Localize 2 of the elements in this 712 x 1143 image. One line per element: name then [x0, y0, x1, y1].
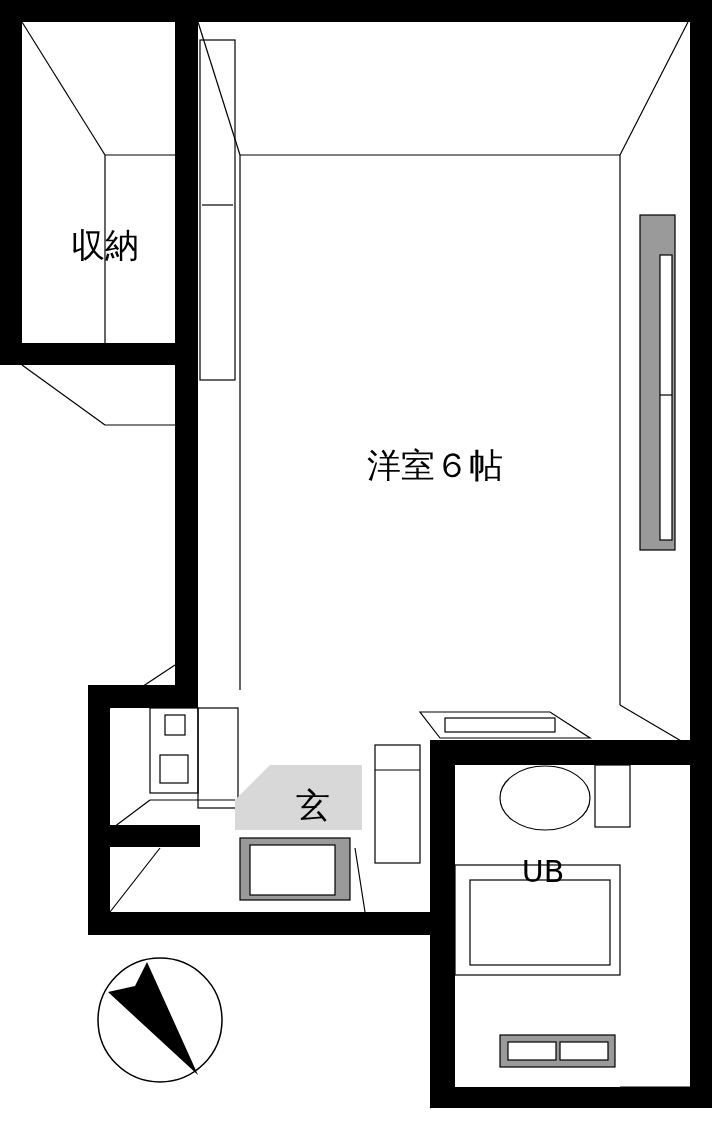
room-label: 玄: [296, 788, 330, 822]
room-label: 洋室６帖: [367, 448, 503, 482]
